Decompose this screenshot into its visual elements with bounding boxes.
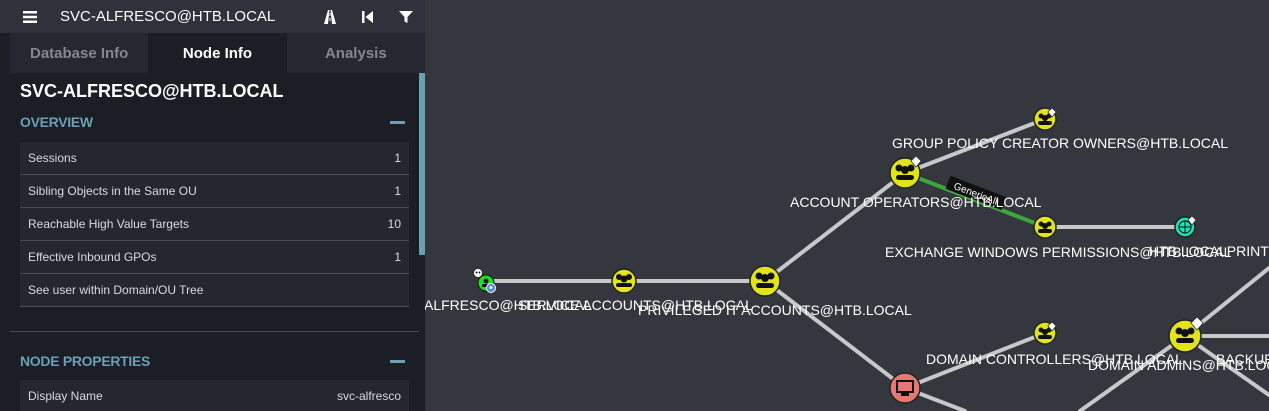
pathfinding-icon[interactable] xyxy=(311,0,349,33)
label-gpo-creators: GROUP POLICY CREATOR OWNERS@HTB.LOCAL xyxy=(892,135,1228,151)
tab-database-info[interactable]: Database Info xyxy=(29,44,129,62)
edge-bottom-admins[interactable] xyxy=(1078,334,1187,411)
owned-skull-icon xyxy=(473,268,483,278)
high-value-diamond-icon xyxy=(1190,316,1204,331)
node-properties-header[interactable]: NODE PROPERTIES xyxy=(20,353,405,369)
high-value-diamond-icon xyxy=(1187,215,1197,226)
node-title: SVC-ALFRESCO@HTB.LOCAL xyxy=(20,81,284,101)
overview-row-domain-ou-tree[interactable]: See user within Domain/OU Tree xyxy=(20,274,409,307)
label-service-accounts: SERVICE ACCOUNTS@HTB.LOCAL xyxy=(518,297,753,313)
edge-admins-right3[interactable] xyxy=(1183,334,1269,397)
node-htb-domain[interactable] xyxy=(1174,215,1197,238)
node-account-operators[interactable] xyxy=(889,155,922,189)
node-domain-controllers[interactable] xyxy=(1033,321,1057,345)
node-info-panel: SVC-ALFRESCO@HTB.LOCAL Database Info Nod… xyxy=(0,0,425,411)
node-service-accounts[interactable] xyxy=(611,268,637,294)
tab-analysis[interactable]: Analysis xyxy=(324,44,387,62)
node-properties-title: NODE PROPERTIES xyxy=(20,353,151,369)
tab-node-info[interactable]: Node Info xyxy=(148,33,287,73)
edge-privileged-accountops[interactable] xyxy=(763,171,907,283)
search-bar: SVC-ALFRESCO@HTB.LOCAL xyxy=(0,0,425,33)
menu-icon[interactable] xyxy=(18,10,42,24)
starting-node-marker-icon xyxy=(486,283,496,293)
section-divider xyxy=(10,331,419,332)
label-exchange-permissions: EXCHANGE WINDOWS PERMISSIONS@HTB.LOCAL xyxy=(885,244,1232,260)
scrollbar-thumb[interactable] xyxy=(419,73,425,255)
high-value-diamond-icon xyxy=(910,155,922,168)
label-domain-controllers: DOMAIN CONTROLLERS@HTB.LOCAL xyxy=(926,351,1183,367)
edge-accountops-gpo[interactable] xyxy=(903,117,1047,175)
collapse-icon[interactable] xyxy=(390,359,405,363)
node-gpo-creators[interactable] xyxy=(1033,107,1057,131)
high-value-diamond-icon xyxy=(1047,321,1057,332)
node-privileged-it[interactable] xyxy=(749,265,781,297)
back-icon[interactable] xyxy=(349,0,387,33)
label-htb-localprint: HTB.LOCALPRINT O xyxy=(1149,243,1269,259)
high-value-diamond-icon xyxy=(1047,107,1057,118)
node-exchange-permissions[interactable] xyxy=(1033,215,1057,239)
node-info-content: SVC-ALFRESCO@HTB.LOCAL OVERVIEW Sessions… xyxy=(10,73,419,411)
node-computer[interactable] xyxy=(889,372,921,404)
label-alfresco: ALFRESCO@HTB.LOCAL xyxy=(424,297,592,313)
edge-dc-dc[interactable] xyxy=(903,331,1047,390)
overview-title: OVERVIEW xyxy=(20,114,93,130)
panel-tabs: Database Info Node Info Analysis xyxy=(10,33,425,73)
collapse-icon[interactable] xyxy=(390,120,405,124)
overview-header[interactable]: OVERVIEW xyxy=(20,114,405,130)
node-svc-alfresco[interactable] xyxy=(473,268,496,293)
label-account-operators: ACCOUNT OPERATORS@HTB.LOCAL xyxy=(790,194,1042,210)
label-backup: BACKUP xyxy=(1216,351,1269,367)
scrollbar-track[interactable] xyxy=(419,255,425,411)
graph-labels: ALFRESCO@HTB.LOCAL SERVICE ACCOUNTS@HTB.… xyxy=(424,135,1269,373)
edge-privileged-dc[interactable] xyxy=(763,279,907,390)
label-privileged-it: PRIVILEGED IT ACCOUNTS@HTB.LOCAL xyxy=(638,302,912,318)
node-domain-admins[interactable] xyxy=(1168,316,1204,353)
filter-icon[interactable] xyxy=(387,0,425,33)
search-input[interactable]: SVC-ALFRESCO@HTB.LOCAL xyxy=(60,8,276,25)
label-domain-admins: DOMAIN ADMINS@HTB.LOCAL xyxy=(1088,357,1269,373)
